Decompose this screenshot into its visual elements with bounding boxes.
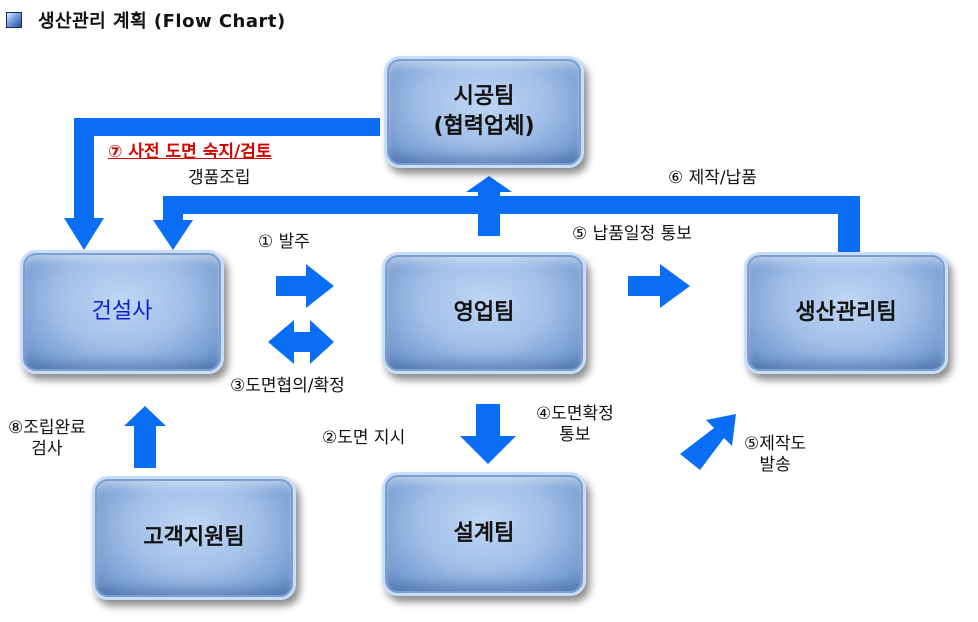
label-step5-drawing-line2: 발송 [759,455,791,476]
node-customer-support-team: 고객지원팀 [92,476,296,600]
label-step8: ⑧조립완료 검사 [8,418,86,461]
label-step4-line2: 통보 [559,425,591,446]
node-construction-team: 시공팀 (협력업체) [384,56,584,168]
node-contractor: 건설사 [20,250,224,374]
customer-team-name: 고객지원팀 [143,525,245,551]
construction-team-sub: (협력업체) [433,114,535,139]
node-design-team: 설계팀 [382,472,586,596]
arrow-order-body [276,276,306,296]
node-production-team: 생산관리팀 [744,252,948,374]
connector-top-left-horizontal [74,118,380,136]
arrow-schedule-body [628,276,660,296]
label-step7: ⑦ 사전 도면 숙지/검토 [108,142,272,162]
design-team-name: 설계팀 [453,521,515,547]
production-team-name: 생산관리팀 [795,300,897,326]
arrow-inspection-head [124,406,166,426]
node-sales-team: 영업팀 [382,252,586,374]
arrowhead-down-to-contractor-2 [153,220,193,250]
label-step1: ① 발주 [258,232,310,252]
arrowhead-down-to-contractor-1 [64,218,104,250]
arrow-instruction-body [476,404,500,438]
contractor-name: 건설사 [91,299,153,325]
label-assembly: 갱품조립 [188,168,251,188]
label-step2: ②도면 지시 [322,428,406,448]
label-step5-drawing: ⑤제작도 발송 [744,434,806,477]
arrowhead-up-to-construction [466,176,512,192]
arrow-inspection-body [134,424,156,468]
bullet-square-icon [6,12,22,28]
sales-team-name: 영업팀 [453,300,515,326]
title-text: 생산관리 계획 (Flow Chart) [38,11,286,32]
label-step3: ③도면협의/확정 [230,376,345,396]
arrow-instruction-head [460,436,516,464]
construction-team-name: 시공팀 [453,84,515,110]
connector-top-left-vertical [74,118,94,218]
label-step8-line1: ⑧조립완료 [8,418,86,438]
label-step6: ⑥ 제작/납품 [668,168,757,188]
connector-sales-up [478,192,500,236]
arrow-order-head [306,264,334,308]
connector-delivery-right-vertical [838,196,860,252]
label-step5-schedule: ⑤ 납품일정 통보 [572,224,692,244]
arrow-consult-double [268,320,334,364]
label-step8-line2: 검사 [31,439,63,460]
page-title: 생산관리 계획 (Flow Chart) [6,8,286,32]
label-step5-drawing-line1: ⑤제작도 [744,434,807,454]
arrow-drawing-send [680,414,736,470]
connector-delivery-horizontal [163,196,860,214]
arrow-schedule-head [660,264,690,308]
label-step4: ④도면확정 통보 [536,404,614,447]
connector-delivery-left-vertical [163,196,183,220]
label-step4-line1: ④도면확정 [536,404,614,424]
